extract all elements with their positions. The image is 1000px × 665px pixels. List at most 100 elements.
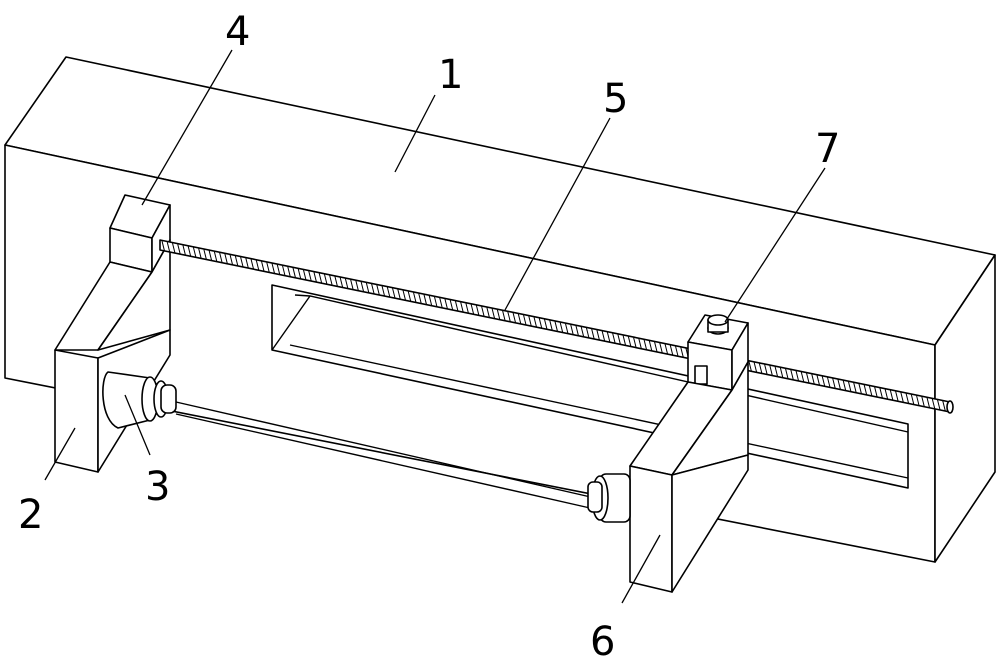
screw-thread-mark <box>234 255 239 267</box>
screw-thread-mark <box>386 287 391 298</box>
screw-thread-mark <box>779 367 784 378</box>
screw-thread-mark <box>585 327 590 339</box>
screw-thread-mark <box>800 371 805 383</box>
screw-thread-mark <box>612 333 616 344</box>
screw-thread-mark <box>433 296 438 307</box>
slot-inner-bottom-edge <box>289 344 909 479</box>
screw-thread-mark <box>381 285 386 297</box>
right-plate-side <box>671 454 749 593</box>
screw-thread-mark <box>643 339 648 350</box>
chuck-nose <box>160 384 177 414</box>
callout-motor-housing: 4 <box>225 9 250 55</box>
screw-thread-mark <box>774 366 779 377</box>
screw-thread-mark <box>454 300 459 312</box>
screw-thread-mark <box>486 307 490 318</box>
screw-thread-mark <box>266 262 270 273</box>
screw-thread-mark <box>208 250 213 261</box>
screw-thread-mark <box>297 268 302 280</box>
screw-thread-mark <box>816 375 820 386</box>
screw-thread-mark <box>245 258 249 269</box>
screw-thread-mark <box>675 346 679 357</box>
screw-thread-mark <box>564 323 569 334</box>
screw-thread-mark <box>418 293 422 304</box>
screw-thread-mark <box>371 283 375 295</box>
screw-thread-mark <box>554 321 558 332</box>
screw-thread-mark <box>910 394 915 405</box>
nut-lock-tab <box>694 365 708 385</box>
leader-6 <box>621 534 661 604</box>
screw-thread-mark <box>596 329 600 341</box>
screw-thread-mark <box>606 332 611 343</box>
callout-slider-nut: 7 <box>815 126 840 172</box>
leader-4 <box>141 49 233 206</box>
screw-thread-mark <box>559 322 564 333</box>
screw-thread-mark <box>318 273 323 284</box>
screw-thread-mark <box>580 326 585 337</box>
nut-knob-top <box>707 314 729 326</box>
screw-thread-mark <box>669 344 674 356</box>
screw-thread-mark <box>895 391 899 402</box>
screw-thread-mark <box>821 376 826 387</box>
screw-thread-mark <box>413 292 417 303</box>
callout-lead-screw: 5 <box>603 76 628 122</box>
screw-thread-mark <box>449 299 454 311</box>
callout-right-clamp-plate: 6 <box>590 619 615 665</box>
screw-thread-mark <box>549 320 553 331</box>
leader-3 <box>124 394 151 456</box>
right-chuck-nose <box>587 481 603 513</box>
screw-thread-mark <box>811 373 815 385</box>
screw-thread-mark <box>769 365 773 376</box>
screw-thread-mark <box>638 338 642 349</box>
screw-thread-mark <box>355 280 359 291</box>
screw-thread-mark <box>292 267 296 278</box>
screw-thread-mark <box>192 247 197 258</box>
screw-thread-mark <box>187 246 192 257</box>
screw-thread-mark <box>654 341 658 353</box>
screw-thread-mark <box>837 379 841 390</box>
left-plate-front <box>54 349 99 473</box>
screw-thread-mark <box>350 279 354 290</box>
screw-thread-mark <box>680 347 684 358</box>
screw-thread-mark <box>633 337 637 348</box>
screw-thread-mark <box>905 393 910 404</box>
screw-thread-mark <box>323 274 328 285</box>
screw-thread-mark <box>512 312 517 324</box>
screw-thread-mark <box>329 275 333 286</box>
workpiece-axis-lower <box>175 413 591 509</box>
screw-thread-mark <box>360 281 365 292</box>
screw-thread-mark <box>439 297 443 309</box>
screw-thread-mark <box>570 324 574 335</box>
screw-thread-mark <box>664 343 669 355</box>
screw-thread-mark <box>255 260 260 271</box>
right-chuck <box>587 473 631 523</box>
screw-thread-mark <box>224 253 228 265</box>
motor-housing <box>109 194 171 273</box>
screw-thread-mark <box>475 305 480 316</box>
screw-thread-mark <box>575 325 579 336</box>
screw-thread-mark <box>397 289 401 300</box>
screw-thread-mark <box>884 388 889 400</box>
screw-thread-mark <box>182 245 186 256</box>
screw-thread-mark <box>402 290 407 301</box>
screw-thread-mark <box>271 263 276 274</box>
screw-thread-mark <box>790 369 794 380</box>
screw-thread-mark <box>334 276 338 287</box>
screw-thread-mark <box>601 331 606 342</box>
screw-thread-mark <box>428 295 433 306</box>
leader-lines <box>44 49 826 604</box>
screw-thread-mark <box>863 384 868 395</box>
screw-thread-mark <box>261 261 265 272</box>
screw-thread-mark <box>365 282 370 293</box>
screw-thread-mark <box>282 265 286 276</box>
screw-thread-mark <box>826 377 831 388</box>
screw-thread-mark <box>302 269 307 281</box>
screw-thread-mark <box>648 340 653 351</box>
screw-thread-mark <box>753 362 758 373</box>
screw-thread-mark <box>517 313 522 325</box>
screw-thread-mark <box>496 309 501 320</box>
screw-thread-mark <box>219 252 223 263</box>
screw-thread-mark <box>926 397 931 408</box>
screw-thread-mark <box>203 249 207 260</box>
screw-thread-mark <box>874 386 878 398</box>
base-right-face <box>934 254 996 563</box>
